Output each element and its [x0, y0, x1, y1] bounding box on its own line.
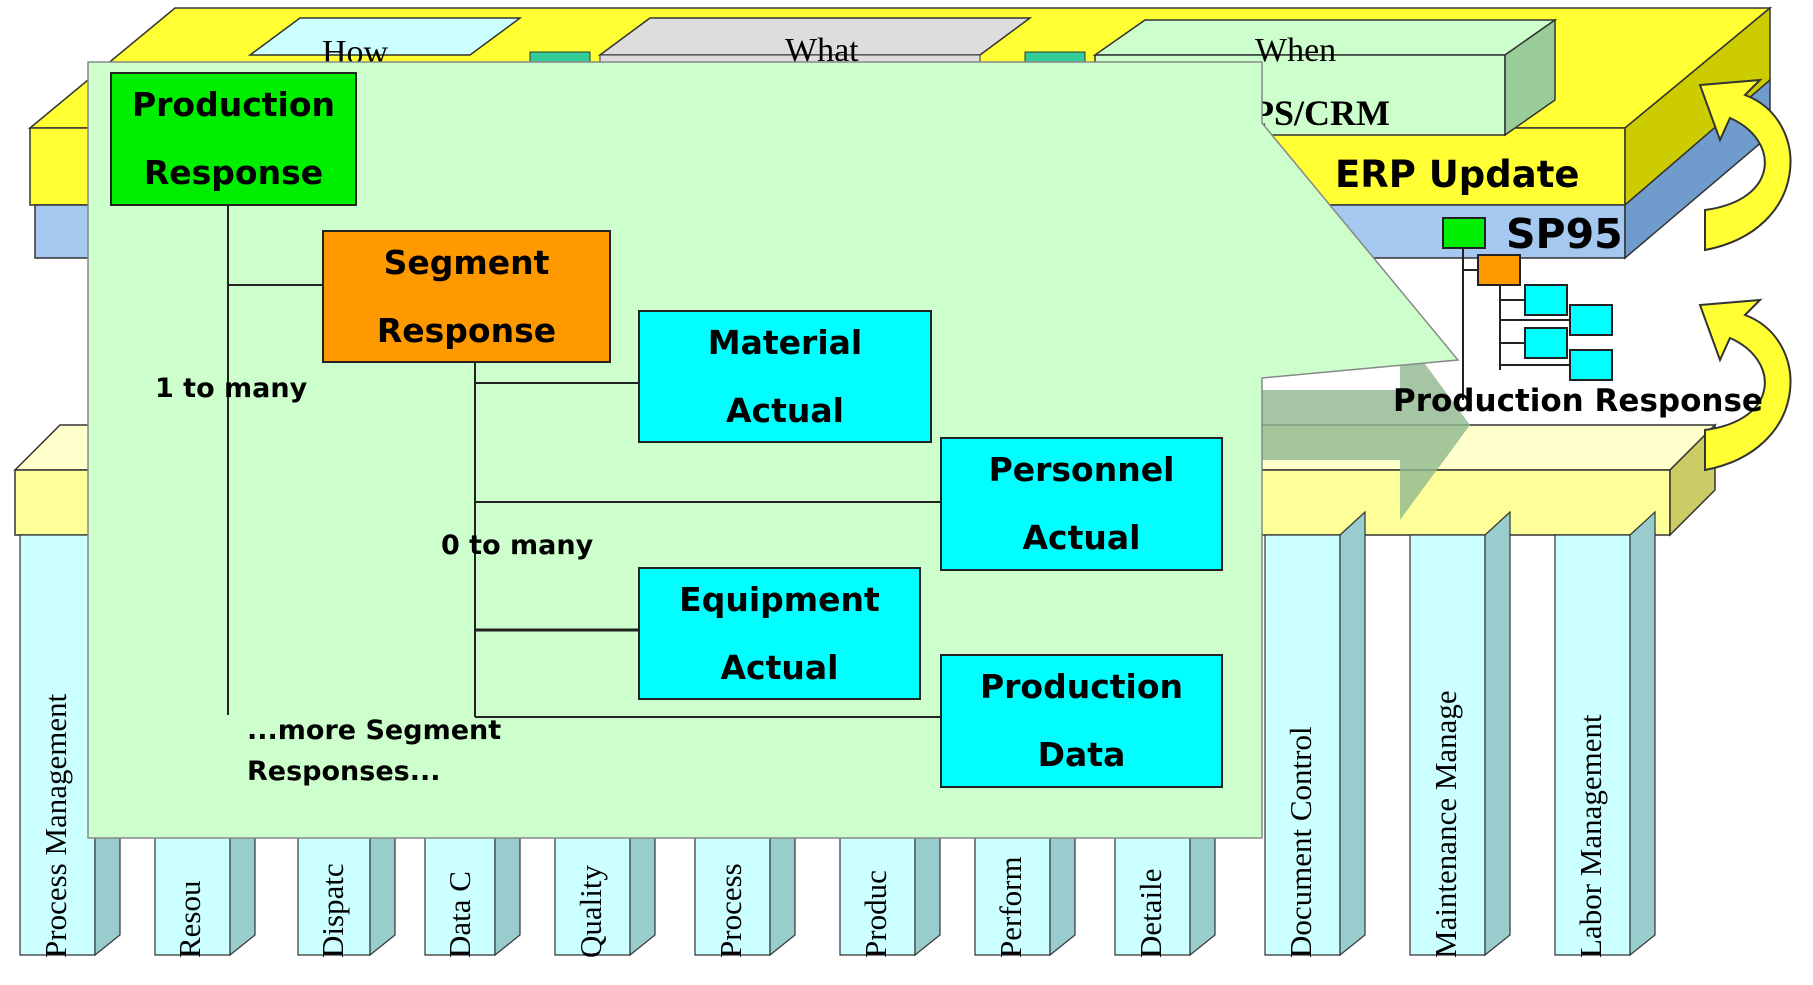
when-label: When — [1255, 32, 1337, 69]
material-actual-line1: Material — [707, 322, 863, 362]
faded-arrow — [1255, 330, 1470, 520]
material-actual-box: Material Actual — [638, 310, 932, 443]
lower-beam-side — [1669, 423, 1716, 537]
more-segments-line1: ...more Segment — [247, 715, 502, 746]
material-actual-line2: Actual — [726, 390, 844, 430]
production-response-line1: Production — [131, 85, 336, 124]
equipment-actual-line1: Equipment — [679, 579, 880, 619]
mini-production-response-diagram — [1442, 217, 1613, 400]
production-data-line1: Production — [979, 667, 1184, 706]
segment-response-line1: Segment — [383, 242, 550, 282]
when-tile-side — [1504, 18, 1556, 137]
personnel-actual-line2: Actual — [1022, 518, 1141, 557]
more-segments-line2: Responses... — [247, 756, 441, 787]
zero-to-many-label: 0 to many — [441, 530, 594, 561]
equipment-actual-line2: Actual — [720, 647, 839, 687]
erp-update-label: ERP Update — [1335, 153, 1580, 196]
curved-arrow-upper — [1698, 78, 1792, 252]
sp95-label: SP95 — [1506, 210, 1623, 258]
segment-response-line2: Response — [376, 310, 557, 350]
how-tile-top — [247, 17, 523, 56]
production-response-box: Production Response — [110, 72, 357, 206]
production-data-line2: Data — [1037, 735, 1126, 774]
equipment-actual-box: Equipment Actual — [638, 567, 921, 700]
personnel-actual-box: Personnel Actual — [940, 437, 1223, 571]
production-response-line2: Response — [143, 153, 324, 192]
production-data-box: Production Data — [940, 654, 1223, 788]
curved-arrow-lower — [1698, 298, 1792, 472]
segment-response-box: Segment Response — [322, 230, 611, 363]
personnel-actual-line1: Personnel — [988, 450, 1175, 489]
connector-lines — [227, 205, 940, 718]
production-response-side-label: Production Response — [1393, 383, 1763, 419]
aps-crm-label: PS/CRM — [1252, 93, 1390, 133]
one-to-many-label: 1 to many — [155, 373, 308, 404]
